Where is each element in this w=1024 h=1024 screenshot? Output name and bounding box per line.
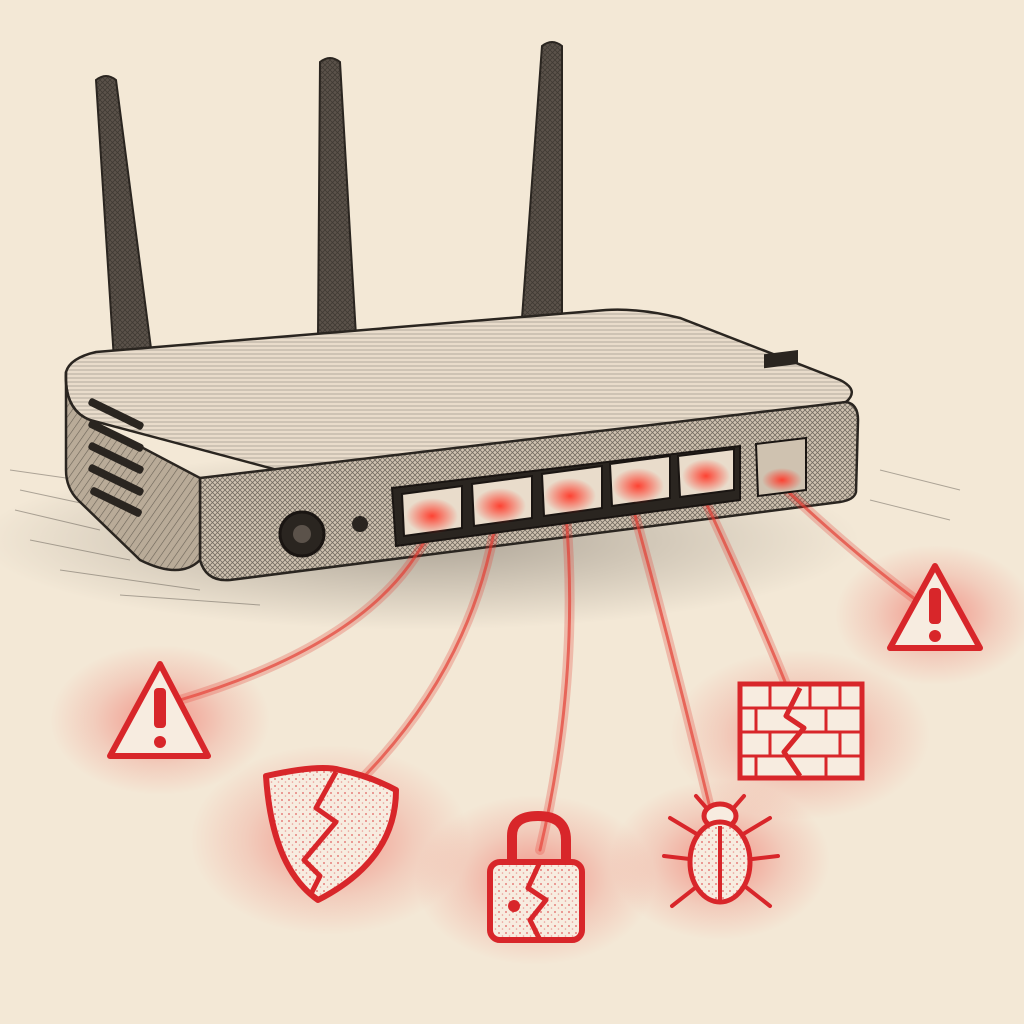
broken-padlock-icon [415, 795, 655, 965]
antenna-center [316, 57, 358, 337]
antenna-right [520, 41, 563, 319]
lan-port-1 [400, 484, 463, 538]
lan-port-3 [540, 464, 603, 518]
cracked-firewall-icon [670, 650, 930, 820]
lan-port-5 [676, 447, 735, 499]
bug-icon [610, 780, 830, 940]
wan-port [754, 350, 807, 498]
ethernet-port-bank [390, 444, 741, 548]
lan-port-2 [470, 474, 533, 528]
side-vents [88, 398, 144, 517]
cracked-shield-icon [190, 745, 470, 935]
lan-port-4 [608, 454, 671, 508]
reset-button-icon [352, 516, 368, 532]
warning-triangle-icon [835, 545, 1024, 685]
ground-hatching [9, 469, 961, 606]
warning-triangle-icon [50, 645, 270, 795]
antenna-left [94, 75, 154, 362]
